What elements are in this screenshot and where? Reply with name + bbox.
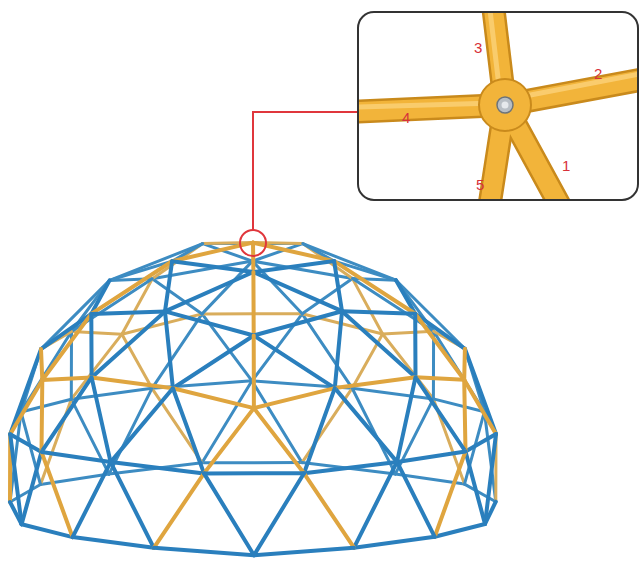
dome-strut xyxy=(413,314,417,378)
dome-strut xyxy=(92,377,111,462)
dome-strut xyxy=(334,261,415,314)
dome-strut xyxy=(253,261,334,272)
dome-strut xyxy=(71,334,122,399)
dome-strut xyxy=(352,388,433,399)
dome-strut xyxy=(464,380,465,452)
dome-strut xyxy=(202,461,302,464)
dome-strut xyxy=(10,380,42,434)
dome-strut xyxy=(111,388,173,462)
dome-strut xyxy=(253,272,342,311)
dome-strut xyxy=(165,311,254,335)
dome-strut xyxy=(165,261,172,311)
dome-strut xyxy=(22,524,73,537)
dome-strut xyxy=(92,377,173,388)
dome-strut xyxy=(415,314,464,380)
dome-strut xyxy=(416,377,466,451)
dome-strut xyxy=(252,336,256,409)
dome-strut xyxy=(254,311,342,335)
callout-number: 5 xyxy=(476,177,484,192)
dome-strut xyxy=(383,331,434,334)
dome-strut xyxy=(91,311,165,314)
dome-strut xyxy=(92,311,165,377)
dome-strut xyxy=(204,473,254,555)
dome-strut xyxy=(89,314,93,378)
dome-strut xyxy=(41,349,42,380)
dome-strut xyxy=(173,388,254,408)
dome-strut xyxy=(435,452,466,537)
dome-strut xyxy=(342,311,416,377)
dome-strut xyxy=(435,524,485,537)
callout-number: 4 xyxy=(402,110,410,125)
dome-strut xyxy=(254,336,335,389)
dome-strut xyxy=(254,548,354,556)
dome-strut xyxy=(42,377,91,380)
dome-strut xyxy=(91,261,172,314)
dome-strut xyxy=(397,377,416,462)
callout-number: 2 xyxy=(594,66,602,81)
dome-strut xyxy=(42,452,73,537)
dome-strut xyxy=(254,473,304,555)
dome-strut xyxy=(10,485,41,503)
callout-number: 1 xyxy=(562,158,570,173)
dome-strut xyxy=(304,462,397,473)
dome-strut xyxy=(254,408,304,473)
dome-strut xyxy=(42,377,92,452)
dome-strut xyxy=(334,261,342,311)
dome-strut xyxy=(111,462,204,473)
dome-strut xyxy=(41,314,91,349)
dome-strut xyxy=(335,388,397,462)
dome-strut xyxy=(335,377,416,388)
dome-strut xyxy=(252,381,302,463)
dome-strut xyxy=(40,380,45,452)
dome-strut xyxy=(251,243,255,272)
leader-line xyxy=(253,112,358,230)
dome-strut xyxy=(354,537,435,548)
dome-strut xyxy=(466,452,486,525)
dome-strut xyxy=(172,261,253,272)
dome-strut xyxy=(204,471,304,475)
dome-strut xyxy=(165,311,173,388)
dome-strut xyxy=(10,434,21,524)
dome-strut xyxy=(251,272,255,336)
dome-strut xyxy=(173,388,204,473)
dome-strut xyxy=(465,349,496,434)
dome-strut xyxy=(342,311,415,314)
dome-strut xyxy=(466,434,497,452)
dome-strut xyxy=(397,462,435,537)
dome-strut xyxy=(111,462,154,548)
hub-closeup xyxy=(359,13,637,199)
dome-strut xyxy=(304,388,335,473)
dome-strut xyxy=(397,452,466,462)
dome-strut xyxy=(416,377,465,380)
dome-strut xyxy=(415,314,465,349)
dome-strut xyxy=(334,261,396,280)
dome-strut xyxy=(354,462,397,548)
dome-strut xyxy=(73,537,154,548)
dome-strut xyxy=(42,314,91,380)
highlight-circle xyxy=(240,230,266,256)
dome-strut xyxy=(10,434,41,452)
dome-strut xyxy=(154,473,204,547)
dome-strut xyxy=(42,452,111,462)
dome-strut xyxy=(173,336,254,389)
dome-strut xyxy=(22,452,42,524)
dome-strut xyxy=(485,434,496,524)
dome-strut xyxy=(73,462,111,537)
dome-frame xyxy=(10,243,496,556)
dome-strut xyxy=(110,261,173,280)
dome-strut xyxy=(335,311,342,388)
callout-number: 3 xyxy=(474,40,482,55)
dome-strut xyxy=(204,408,254,473)
dome-strut xyxy=(464,380,496,434)
dome-strut xyxy=(154,548,254,555)
dome-strut xyxy=(304,473,354,547)
dome-strut xyxy=(165,272,253,311)
dome-strut xyxy=(254,388,335,408)
